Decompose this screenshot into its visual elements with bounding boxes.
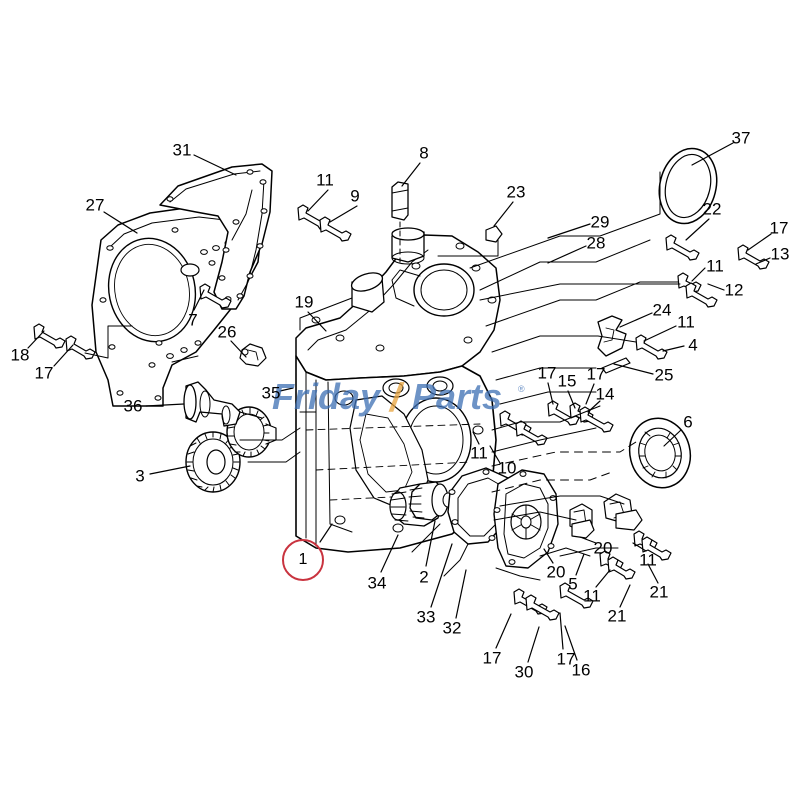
part-18-bolt [33,323,66,349]
part-21-bolt-a [607,556,636,580]
callout-part-4: 4 [688,335,698,355]
part-5-plug-a [615,509,643,531]
part-22-bolt [665,234,700,261]
callout-part-11: 11 [677,312,695,332]
part-12-bolt [685,282,718,308]
callout-part-3: 3 [135,466,145,486]
callout-part-11: 11 [639,550,657,570]
callout-part-11: 11 [470,443,488,463]
callout-part-1: 1 [298,551,308,568]
callout-part-29: 29 [590,212,610,232]
callout-part-27: 27 [85,195,105,215]
callout-part-32: 32 [442,618,462,638]
part-23-small-fitting [437,225,503,257]
callout-part-23: 23 [506,182,526,202]
callout-part-34: 34 [367,573,387,593]
part-26-small-clamp [239,343,267,367]
callout-part-30: 30 [514,662,534,682]
part-7-bolt [199,283,232,309]
part-17-bolt-upper-right [737,244,770,270]
callout-part-24: 24 [652,300,672,320]
part-4-bolt [635,334,668,360]
callout-part-17: 17 [34,363,54,383]
part-21-bolt-b [641,536,672,561]
callout-part-2: 2 [419,567,429,587]
callout-part-17: 17 [537,363,557,383]
part-30-bolt [525,594,560,621]
callout-part-20: 20 [593,538,613,558]
part-24-bracket [597,315,627,357]
callout-part-6: 6 [683,412,693,432]
callout-part-17: 17 [769,218,789,238]
part-3-gear [185,431,241,493]
part-16-bolt [559,582,594,609]
callout-part-18: 18 [10,345,30,365]
callout-part-15: 15 [557,371,577,391]
callout-part-5: 5 [568,574,578,594]
callout-part-11: 11 [583,586,601,606]
part-32-pump-cover [493,469,559,569]
callout-part-11: 11 [316,170,334,190]
callout-part-11: 11 [706,256,724,276]
part-8-dowel-pin [391,181,409,263]
callout-part-7: 7 [188,310,198,330]
callout-part-33: 33 [416,607,436,627]
part-14-bolt [579,406,614,433]
callout-part-21: 21 [649,582,669,602]
part-19-housing-cover [295,227,501,381]
callout-part-35: 35 [261,383,281,403]
callout-part-31: 31 [172,140,192,160]
part-36-shaft-idler [183,381,241,427]
callout-part-19: 19 [294,292,314,312]
callout-part-20: 20 [546,562,566,582]
assembly-routing-lines [171,171,681,581]
callout-part-36: 36 [123,396,143,416]
callout-part-22: 22 [702,199,722,219]
callout-part-37: 37 [731,128,751,148]
callout-part-13: 13 [770,244,790,264]
part-31-bracket [159,163,273,310]
callout-part-9: 9 [350,186,360,206]
callout-part-17: 17 [586,364,606,384]
callout-part-21: 21 [607,606,627,626]
part-6-bearing-seal [628,417,692,489]
callout-part-8: 8 [419,143,429,163]
callout-part-25: 25 [654,365,674,385]
part-25-pin [601,357,631,374]
callout-leader-lines [27,142,772,663]
callout-part-28: 28 [586,233,606,253]
callout-part-16: 16 [571,660,591,680]
callout-part-12: 12 [724,280,744,300]
callout-part-14: 14 [595,384,615,404]
callout-part-10: 10 [497,458,517,478]
part-5-plug-b [571,519,595,539]
callout-part-17: 17 [556,649,576,669]
part-37-oring [658,147,718,225]
part-27-housing-plate [91,205,263,407]
callout-part-26: 26 [217,322,237,342]
callout-part-17: 17 [482,648,502,668]
part-9-bolt [319,216,352,242]
part-10-bolt [515,420,548,446]
